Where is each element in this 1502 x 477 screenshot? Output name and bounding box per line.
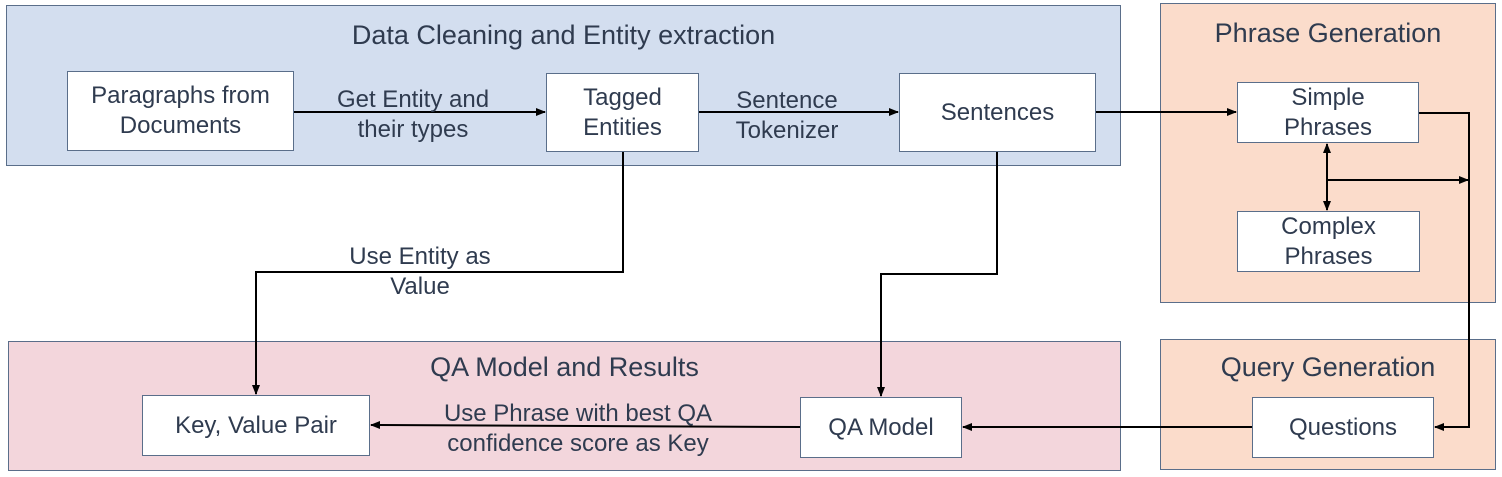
- edge-tagged-to-kv: [252, 152, 624, 395]
- node-qa-model: QA Model: [800, 397, 962, 458]
- node-sentences: Sentences: [899, 73, 1096, 152]
- node-simple-phrases: Simple Phrases: [1237, 82, 1419, 143]
- node-paragraphs-from-documents: Paragraphs from Documents: [67, 71, 294, 151]
- group-title-qa-model: QA Model and Results: [430, 352, 699, 382]
- edge-label-get-entity: Get Entity and their types: [336, 86, 490, 143]
- node-tagged-entities: Tagged Entities: [546, 73, 699, 152]
- node-questions: Questions: [1252, 397, 1434, 458]
- edge-qa-to-kv: [370, 421, 801, 430]
- node-complex-phrases: Complex Phrases: [1237, 211, 1420, 272]
- edge-label-sentence-tokenizer: Sentence Tokenizer: [735, 87, 839, 144]
- edge-label-use-entity: Use Entity as Value: [349, 243, 491, 300]
- group-title-data-cleaning: Data Cleaning and Entity extraction: [351, 20, 776, 50]
- edge-label-use-phrase: Use Phrase with best QA confidence score…: [443, 400, 713, 457]
- edge-sentences-to-qa: [877, 152, 998, 397]
- group-title-phrase-generation: Phrase Generation: [1214, 18, 1442, 48]
- group-title-query-generation: Query Generation: [1220, 352, 1436, 382]
- node-key-value-pair: Key, Value Pair: [142, 395, 370, 456]
- edge-simple-to-questions: [1419, 112, 1470, 431]
